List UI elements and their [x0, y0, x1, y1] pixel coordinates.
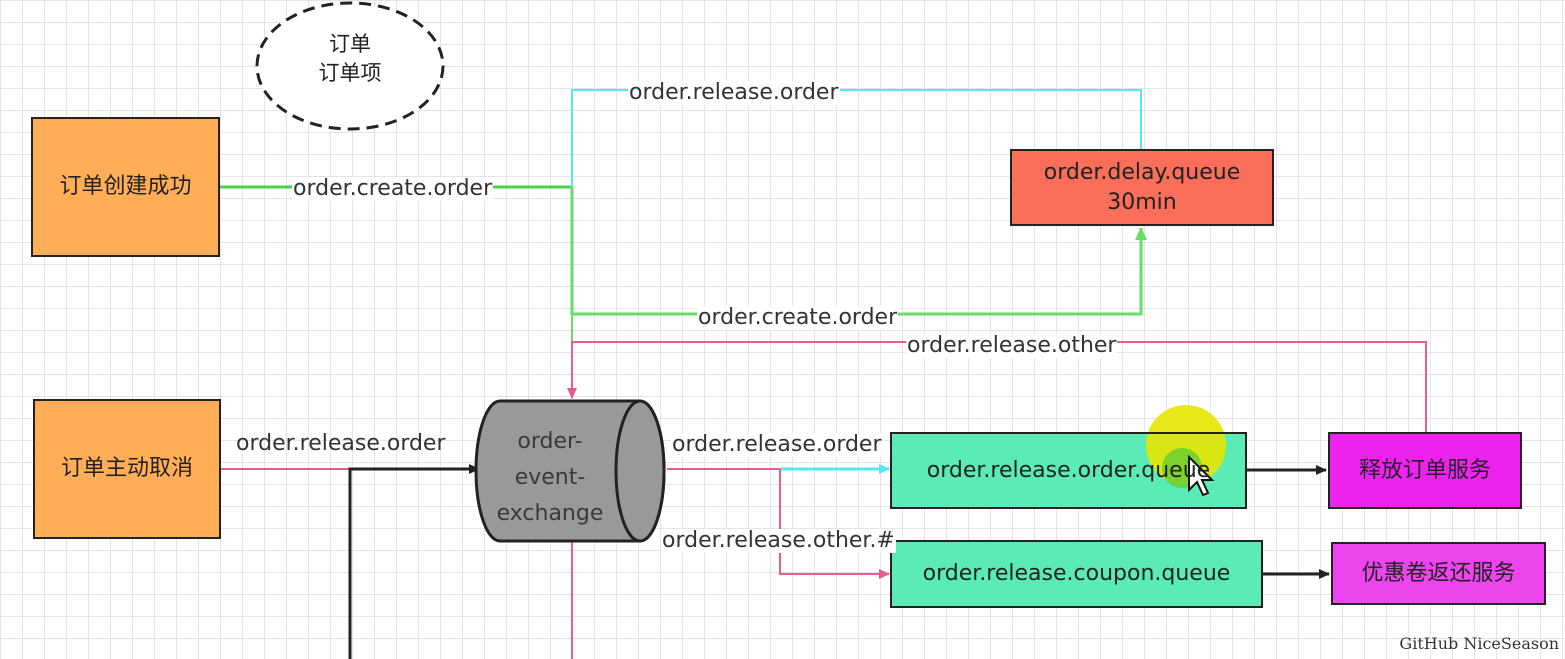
label-create-order-top: order.create.order: [292, 176, 494, 201]
exchange-line3: exchange: [496, 501, 604, 526]
entity-ellipse: [255, 1, 445, 131]
entity-note-line1: 订单: [329, 32, 371, 56]
mouse-pointer-icon: [1188, 454, 1215, 497]
label-create-order-mid: order.create.order: [697, 305, 899, 330]
edge-exchange-coupon: [779, 469, 890, 579]
edge-cancel-black: [348, 464, 480, 659]
node-order-created-label: 订单创建成功: [59, 174, 192, 199]
entity-note-line2: 订单项: [318, 61, 382, 85]
node-release-order-service[interactable]: 释放订单服务: [1328, 432, 1522, 509]
coupon-return-service-label: 优惠卷返还服务: [1361, 560, 1516, 586]
exchange-cylinder: [474, 399, 666, 543]
exchange-label: order- event- exchange: [482, 424, 618, 532]
release-order-queue-label: order.release.order.queue: [926, 457, 1211, 483]
node-coupon-return-service[interactable]: 优惠卷返还服务: [1331, 542, 1546, 605]
node-delay-queue[interactable]: order.delay.queue 30min: [1010, 149, 1274, 226]
exchange-line1: order-: [517, 429, 583, 454]
label-release-other: order.release.other: [906, 333, 1118, 358]
exchange-line2: event-: [514, 465, 586, 490]
release-order-service-label: 释放订单服务: [1358, 457, 1491, 483]
release-coupon-queue-label: order.release.coupon.queue: [922, 561, 1231, 586]
node-order-cancel-label: 订单主动取消: [60, 456, 193, 481]
node-order-created[interactable]: 订单创建成功: [31, 117, 220, 257]
node-release-order-queue[interactable]: order.release.order.queue: [890, 432, 1247, 509]
label-cancel-release-order: order.release.order: [236, 431, 446, 456]
entity-note: 订单 订单项: [292, 30, 408, 88]
watermark: GitHub NiceSeason: [1399, 634, 1559, 653]
delay-queue-line2: 30min: [1107, 189, 1177, 215]
label-release-other-wildcard: order.release.other.#: [661, 528, 896, 553]
node-order-cancel[interactable]: 订单主动取消: [33, 399, 221, 539]
delay-queue-line1: order.delay.queue: [1043, 159, 1241, 185]
node-release-coupon-queue[interactable]: order.release.coupon.queue: [890, 540, 1263, 608]
label-top-release-order: order.release.order: [628, 80, 840, 105]
label-exchange-release-order: order.release.order: [671, 432, 883, 457]
